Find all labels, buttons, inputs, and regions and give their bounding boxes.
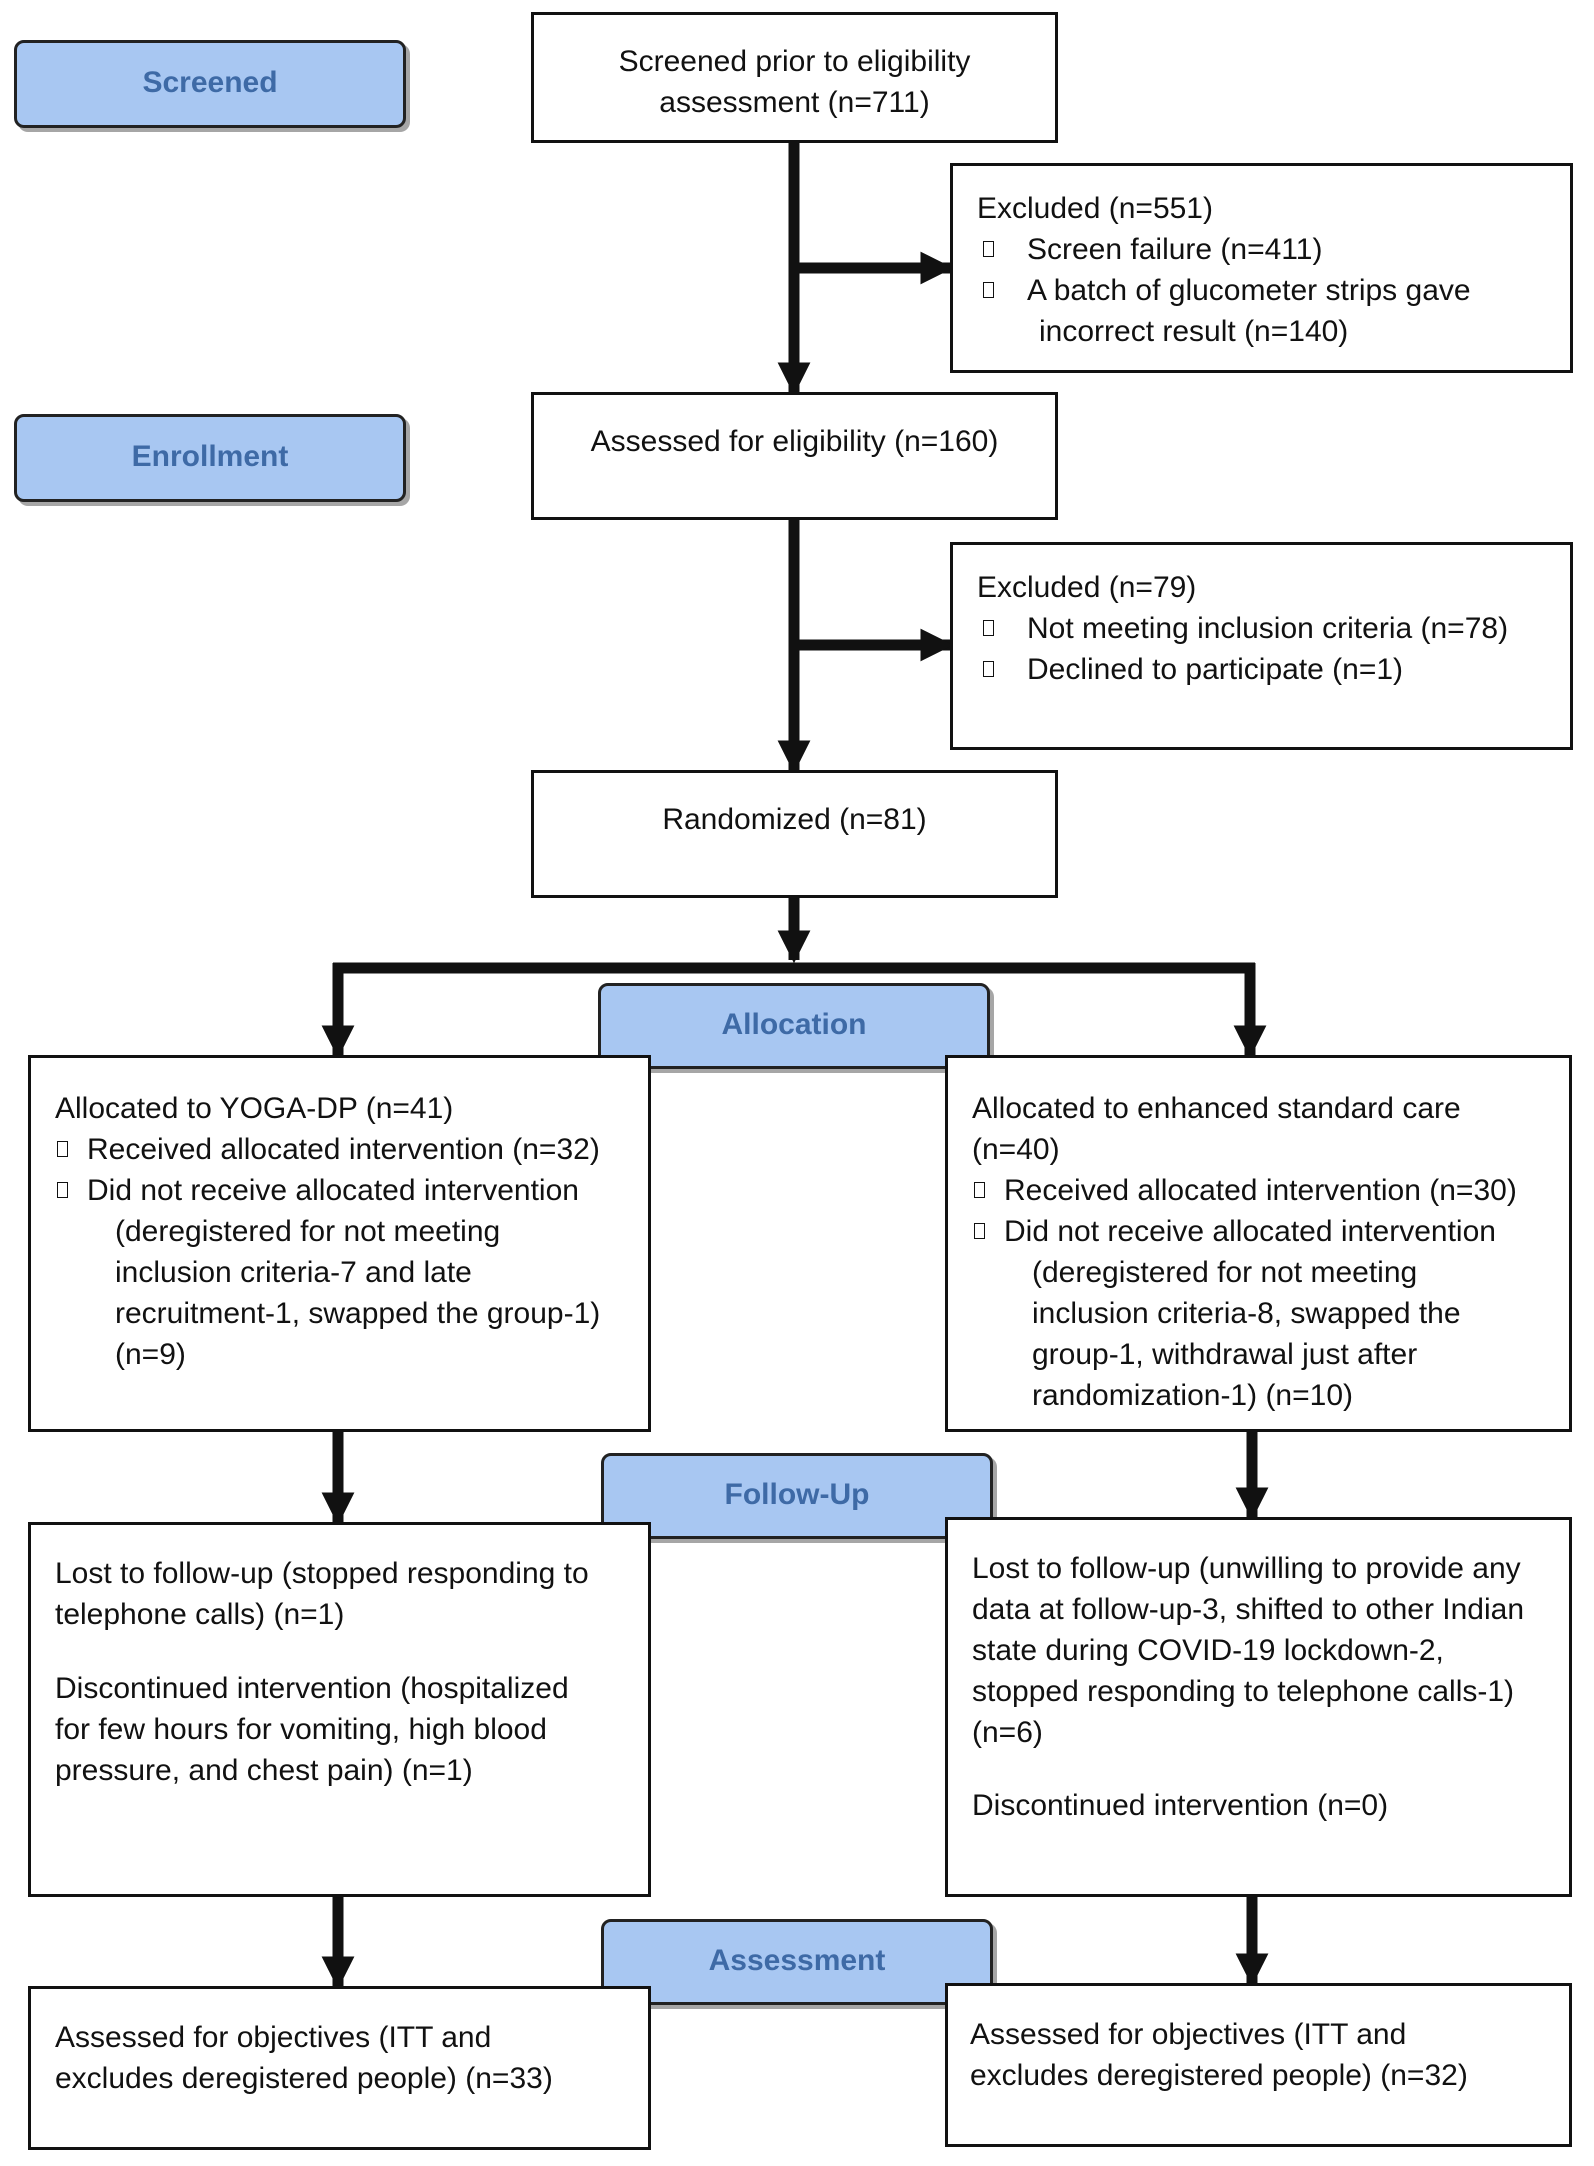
alloc-left-received: Received allocated intervention (n=32) xyxy=(55,1129,648,1170)
follow-right-lost: stopped responding to telephone calls-1) xyxy=(972,1675,1515,1708)
checkbox-bullet-icon xyxy=(983,282,994,298)
alloc-right-received: Received allocated intervention (n=30) xyxy=(972,1170,1569,1211)
excluded-box-1: Excluded (n=551) Screen failure (n=411) … xyxy=(950,163,1573,373)
alloc-right-detail: inclusion criteria-8, swapped the xyxy=(1032,1297,1461,1330)
alloc-left-detail: (deregistered for not meeting xyxy=(115,1215,501,1248)
excluded-2-item: Not meeting inclusion criteria (n=78) xyxy=(977,608,1570,649)
follow-right-discontinued: Discontinued intervention (n=0) xyxy=(972,1789,1389,1822)
excluded-1-item: A batch of glucometer strips gave xyxy=(977,270,1570,311)
follow-right-lost: state during COVID-19 lockdown-2, xyxy=(972,1634,1444,1667)
screened-line-1: Screened prior to eligibility xyxy=(618,45,971,78)
excluded-1-title: Excluded (n=551) xyxy=(977,192,1213,225)
excluded-2-item-text: Declined to participate (n=1) xyxy=(1027,653,1404,686)
follow-up-box-yoga: Lost to follow-up (stopped responding to… xyxy=(28,1522,651,1897)
excluded-box-2: Excluded (n=79) Not meeting inclusion cr… xyxy=(950,542,1573,750)
assessment-box-standard-care: Assessed for objectives (ITT and exclude… xyxy=(945,1983,1572,2147)
checkbox-bullet-icon xyxy=(57,1182,68,1198)
stage-follow-up: Follow-Up xyxy=(601,1453,993,1539)
follow-right-lost: (n=6) xyxy=(972,1716,1043,1749)
excluded-1-item: Screen failure (n=411) xyxy=(977,229,1570,270)
randomized-text: Randomized (n=81) xyxy=(662,803,927,836)
alloc-right-detail: group-1, withdrawal just after xyxy=(1032,1338,1418,1371)
assess-left-text: excludes deregistered people) (n=33) xyxy=(55,2062,553,2095)
alloc-left-received-text: Received allocated intervention (n=32) xyxy=(87,1133,600,1166)
alloc-left-not-received-text: Did not receive allocated intervention xyxy=(87,1174,579,1207)
excluded-1-continuation: incorrect result (n=140) xyxy=(1039,315,1349,348)
stage-allocation: Allocation xyxy=(598,983,990,1069)
stage-enrollment: Enrollment xyxy=(14,414,406,502)
follow-left-discontinued: for few hours for vomiting, high blood xyxy=(55,1713,547,1746)
follow-right-lost: Lost to follow-up (unwilling to provide … xyxy=(972,1552,1521,1585)
excluded-2-item-text: Not meeting inclusion criteria (n=78) xyxy=(1027,612,1509,645)
alloc-right-title: (n=40) xyxy=(972,1133,1060,1166)
checkbox-bullet-icon xyxy=(974,1223,985,1239)
checkbox-bullet-icon xyxy=(983,661,994,677)
allocation-box-yoga: Allocated to YOGA-DP (n=41) Received all… xyxy=(28,1055,651,1432)
assess-left-text: Assessed for objectives (ITT and xyxy=(55,2021,492,2054)
excluded-1-item-text: Screen failure (n=411) xyxy=(1027,233,1323,266)
alloc-right-received-text: Received allocated intervention (n=30) xyxy=(1004,1174,1517,1207)
eligibility-box: Assessed for eligibility (n=160) xyxy=(531,392,1058,520)
randomized-box: Randomized (n=81) xyxy=(531,770,1058,898)
assess-right-text: Assessed for objectives (ITT and xyxy=(970,2018,1407,2051)
checkbox-bullet-icon xyxy=(983,620,994,636)
alloc-right-detail: (deregistered for not meeting xyxy=(1032,1256,1418,1289)
alloc-left-not-received: Did not receive allocated intervention xyxy=(55,1170,648,1211)
eligibility-text: Assessed for eligibility (n=160) xyxy=(590,425,999,458)
screened-line-2: assessment (n=711) xyxy=(659,86,930,119)
checkbox-bullet-icon xyxy=(983,241,994,257)
assess-right-text: excludes deregistered people) (n=32) xyxy=(970,2059,1468,2092)
follow-left-lost: telephone calls) (n=1) xyxy=(55,1598,345,1631)
alloc-right-not-received: Did not receive allocated intervention xyxy=(972,1211,1569,1252)
stage-screened: Screened xyxy=(14,40,406,128)
excluded-1-item-text: A batch of glucometer strips gave xyxy=(1027,274,1471,307)
checkbox-bullet-icon xyxy=(57,1141,68,1157)
excluded-2-item: Declined to participate (n=1) xyxy=(977,649,1570,690)
spacer xyxy=(972,1753,1569,1785)
alloc-left-detail: inclusion criteria-7 and late xyxy=(115,1256,472,1289)
stage-assessment: Assessment xyxy=(601,1919,993,2005)
allocation-box-standard-care: Allocated to enhanced standard care (n=4… xyxy=(945,1055,1572,1432)
excluded-2-title: Excluded (n=79) xyxy=(977,571,1197,604)
spacer xyxy=(55,1635,648,1668)
follow-right-lost: data at follow-up-3, shifted to other In… xyxy=(972,1593,1525,1626)
assessment-box-yoga: Assessed for objectives (ITT and exclude… xyxy=(28,1986,651,2150)
follow-left-discontinued: pressure, and chest pain) (n=1) xyxy=(55,1754,473,1787)
alloc-left-title: Allocated to YOGA-DP (n=41) xyxy=(55,1092,454,1125)
alloc-right-detail: randomization-1) (n=10) xyxy=(1032,1379,1353,1412)
follow-left-lost: Lost to follow-up (stopped responding to xyxy=(55,1557,589,1590)
alloc-right-not-received-text: Did not receive allocated intervention xyxy=(1004,1215,1496,1248)
alloc-left-detail: recruitment-1, swapped the group-1) xyxy=(115,1297,601,1330)
alloc-right-title: Allocated to enhanced standard care xyxy=(972,1092,1461,1125)
follow-left-discontinued: Discontinued intervention (hospitalized xyxy=(55,1672,569,1705)
alloc-left-detail: (n=9) xyxy=(115,1338,186,1371)
screened-box: Screened prior to eligibility assessment… xyxy=(531,12,1058,143)
checkbox-bullet-icon xyxy=(974,1182,985,1198)
follow-up-box-standard-care: Lost to follow-up (unwilling to provide … xyxy=(945,1517,1572,1897)
